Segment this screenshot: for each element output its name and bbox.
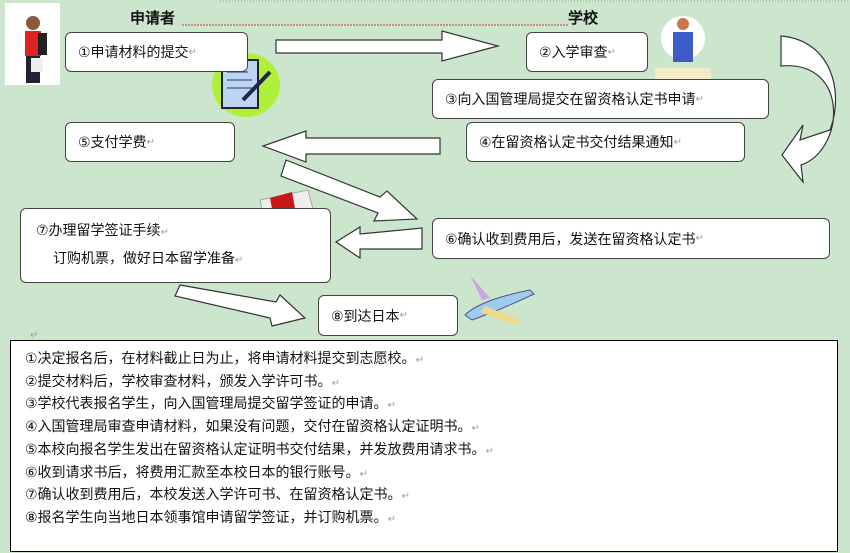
step-7-label-line2: 订购机票，做好日本留学准备 (53, 250, 235, 267)
arrow-left-4 (261, 130, 441, 163)
paragraph-mark: ↵ (188, 46, 197, 58)
note-line: ⑦确认收到费用后，本校发送入学许可书、在留资格认定书。↵ (25, 485, 823, 508)
school-official-image (653, 8, 713, 80)
paragraph-mark: ↵ (146, 136, 155, 148)
paragraph-mark: ↵ (399, 310, 408, 321)
paragraph-mark: ↵ (160, 226, 169, 238)
step-1-label: ①申请材料的提交 (78, 45, 189, 61)
paragraph-mark: ↵ (359, 468, 368, 480)
arrow-curved-down (780, 35, 837, 185)
note-line: ③学校代表报名学生，向入国管理局提交留学签证的申请。↵ (25, 394, 823, 417)
paragraph-mark: ↵ (607, 46, 616, 58)
note-line: ④入国管理局审查申请材料，如果没有问题，交付在留资格认定证明书。↵ (25, 417, 823, 440)
paragraph-mark: ↵ (485, 445, 494, 457)
applicant-header: 申请者 (130, 9, 176, 27)
note-text: ⑥收到请求书后，将费用汇款至本校日本的银行账号。 (25, 464, 360, 481)
step-8-arrive-japan: ⑧到达日本↵ (318, 295, 458, 336)
note-text: ④入国管理局审查申请材料，如果没有问题，交付在留资格认定证明书。 (25, 419, 472, 436)
step-2-admission-review: ②入学审查↵ (526, 32, 648, 72)
paragraph-mark: ↵ (471, 423, 480, 435)
note-text: ①决定报名后，在材料截止日为止，将申请材料提交到志愿校。 (25, 351, 416, 367)
step-7-visa-procedure: ⑦办理留学签证手续↵ 订购机票，做好日本留学准备↵ (20, 208, 331, 283)
note-line: ①决定报名后，在材料截止日为止，将申请材料提交到志愿校。↵ (25, 349, 823, 372)
school-header: 学校 (568, 9, 599, 27)
arrow-left-6 (334, 225, 423, 260)
paragraph-mark: ↵ (673, 136, 682, 148)
paragraph-mark: ↵ (30, 330, 39, 341)
step-8-label: ⑧到达日本 (331, 308, 400, 325)
arrow-right-1 (275, 30, 501, 62)
arrow-diagonal-5 (280, 159, 419, 222)
step-1-submit-materials: ①申请材料的提交↵ (65, 32, 248, 72)
paragraph-mark: ↵ (401, 491, 410, 503)
note-text: ⑤本校向报名学生发出在留资格认定证明书交付结果，并发放费用请求书。 (25, 441, 486, 458)
step-7-label-line1: ⑦办理留学签证手续 (36, 222, 161, 239)
note-text: ③学校代表报名学生，向入国管理局提交留学签证的申请。 (25, 396, 388, 413)
note-line: ②提交材料后，学校审查材料，颁发入学许可书。↵ (25, 372, 823, 395)
step-3-label: ③向入国管理局提交在留资格认定书申请 (445, 92, 696, 108)
step-6-label: ⑥确认收到费用后，发送在留资格认定书 (445, 231, 696, 248)
note-line: ⑤本校向报名学生发出在留资格认定证明书交付结果，并发放费用请求书。↵ (25, 440, 823, 463)
paragraph-mark: ↵ (387, 513, 396, 525)
paragraph-mark: ↵ (387, 400, 396, 412)
paragraph-mark: ↵ (235, 254, 244, 266)
note-text: ⑦确认收到费用后，本校发送入学许可书、在留资格认定书。 (25, 487, 402, 504)
step-6-send-certificate: ⑥确认收到费用后，发送在留资格认定书↵ (432, 218, 830, 259)
note-line: ⑧报名学生向当地日本领事馆申请留学签证，并订购机票。↵ (25, 508, 823, 531)
student-image (5, 3, 60, 85)
paragraph-mark: ↵ (695, 233, 704, 244)
arrow-diagonal-7 (174, 284, 307, 327)
paragraph-mark: ↵ (331, 377, 340, 389)
paragraph-mark: ↵ (695, 93, 704, 105)
note-text: ⑧报名学生向当地日本领事馆申请留学签证，并订购机票。 (25, 509, 388, 526)
step-2-label: ②入学审查 (539, 45, 608, 61)
paragraph-mark: ↵ (415, 355, 424, 366)
step-4-result-notice: ④在留资格认定书交付结果通知↵ (466, 122, 745, 162)
note-line: ⑥收到请求书后，将费用汇款至本校日本的银行账号。↵ (25, 463, 823, 486)
step-5-label: ⑤支付学费 (78, 135, 147, 151)
step-3-submit-to-immigration: ③向入国管理局提交在留资格认定书申请↵ (432, 79, 769, 119)
step-4-label: ④在留资格认定书交付结果通知 (479, 135, 674, 151)
step-5-pay-tuition: ⑤支付学费↵ (65, 122, 235, 162)
notes-text-box: ①决定报名后，在材料截止日为止，将申请材料提交到志愿校。↵ ②提交材料后，学校审… (10, 340, 838, 552)
note-text: ②提交材料后，学校审查材料，颁发入学许可书。 (25, 373, 332, 390)
airplane-icon (460, 270, 540, 332)
